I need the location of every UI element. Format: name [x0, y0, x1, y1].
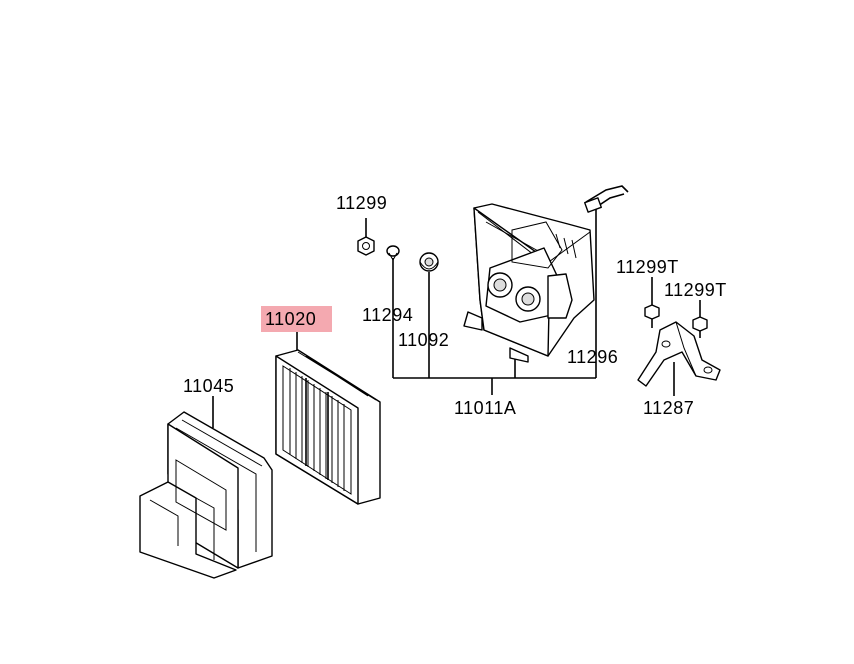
label-part-11296[interactable]: 11296 — [567, 347, 619, 367]
label-part-11294[interactable]: 11294 — [362, 305, 414, 325]
label-part-11020-highlighted[interactable]: 11020 — [261, 306, 333, 332]
part-11020-filter-element[interactable] — [275, 349, 381, 505]
filter-pleats — [289, 368, 345, 491]
part-11299t-bolt-right[interactable] — [692, 316, 708, 338]
part-11294-clip[interactable] — [386, 245, 400, 262]
label-part-11299t-a[interactable]: 11299T — [616, 257, 679, 277]
label-part-11011a[interactable]: 11011A — [454, 398, 517, 418]
label-part-11299t-b[interactable]: 11299T — [664, 280, 727, 300]
label-part-11287[interactable]: 11287 — [643, 398, 695, 418]
part-11296-wire-clip[interactable] — [584, 185, 629, 213]
part-11011a-air-cleaner-case[interactable] — [463, 203, 595, 363]
label-part-11092[interactable]: 11092 — [398, 330, 450, 350]
leader-lines — [212, 200, 701, 428]
part-11092-grommet[interactable] — [419, 252, 439, 272]
part-11045-lower-case[interactable] — [139, 411, 273, 579]
part-11299-nut[interactable] — [357, 236, 375, 256]
label-part-11299[interactable]: 11299 — [336, 193, 388, 213]
part-11287-bracket[interactable] — [637, 321, 721, 387]
label-part-11045[interactable]: 11045 — [183, 376, 235, 396]
part-11299t-bolt-left[interactable] — [644, 304, 660, 328]
